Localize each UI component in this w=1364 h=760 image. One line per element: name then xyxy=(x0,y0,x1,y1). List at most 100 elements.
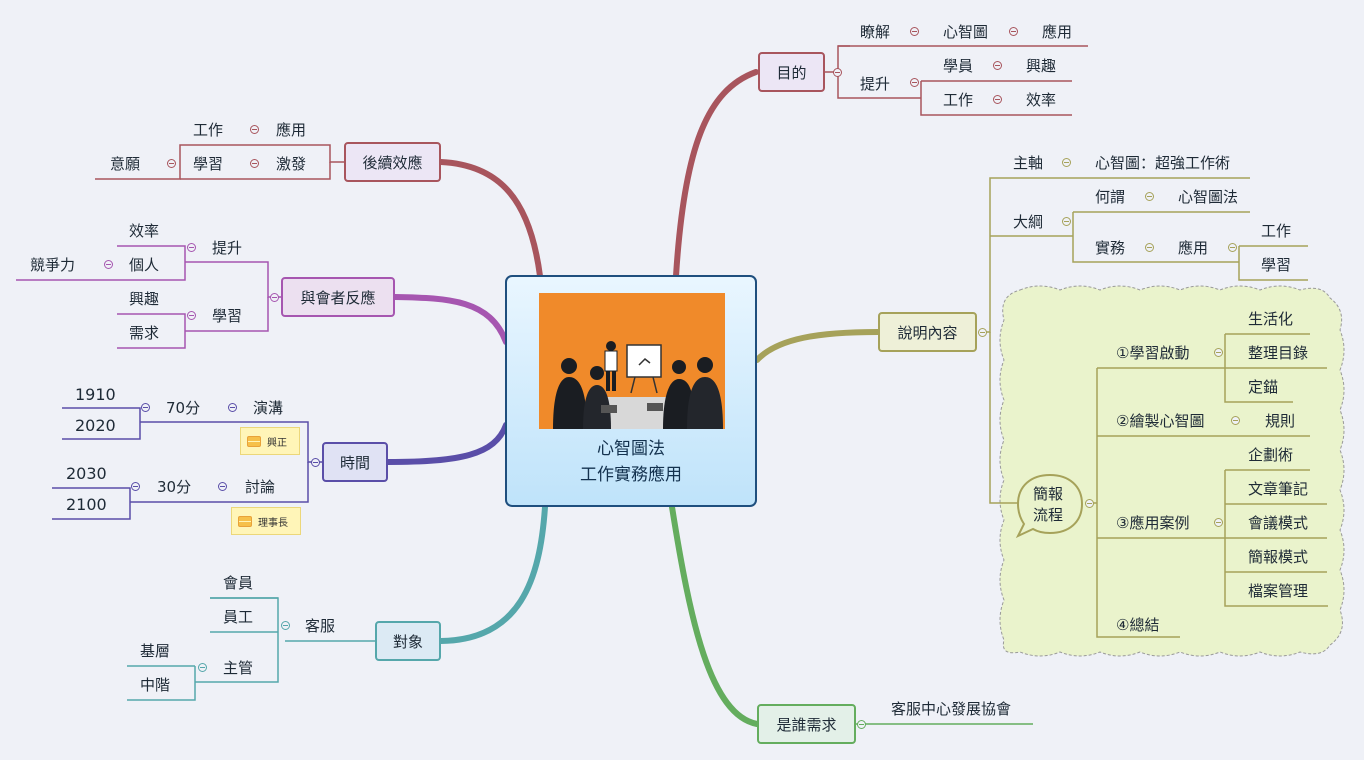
branch-who-needs[interactable]: 是誰需求 xyxy=(757,704,856,744)
topic-fb-personal[interactable]: 個人 xyxy=(129,256,160,274)
collapse-icon[interactable] xyxy=(1145,192,1154,201)
topic-step3[interactable]: ③應用案例 xyxy=(1116,514,1190,532)
topic-interest[interactable]: 興趣 xyxy=(1026,57,1057,75)
topic-manager[interactable]: 主管 xyxy=(223,659,254,677)
topic-middle[interactable]: 中階 xyxy=(140,676,171,694)
topic-fb-improve[interactable]: 提升 xyxy=(212,239,243,257)
sticky-note[interactable]: 興正 xyxy=(240,427,300,455)
collapse-icon[interactable] xyxy=(1085,499,1094,508)
collapse-icon[interactable] xyxy=(993,95,1002,104)
collapse-icon[interactable] xyxy=(250,125,259,134)
collapse-icon[interactable] xyxy=(1145,243,1154,252)
collapse-icon[interactable] xyxy=(270,293,279,302)
topic-planning[interactable]: 企劃術 xyxy=(1248,446,1294,464)
collapse-icon[interactable] xyxy=(131,482,140,491)
topic-2030[interactable]: 2030 xyxy=(66,464,107,483)
topic-apply[interactable]: 應用 xyxy=(1042,23,1073,41)
topic-fu-study[interactable]: 學習 xyxy=(193,155,224,173)
collapse-icon[interactable] xyxy=(167,159,176,168)
topic-fu-apply[interactable]: 應用 xyxy=(276,121,307,139)
topic-axis-value[interactable]: 心智圖：超強工作術 xyxy=(1095,154,1231,172)
collapse-icon[interactable] xyxy=(250,159,259,168)
collapse-icon[interactable] xyxy=(141,403,150,412)
topic-mindmap[interactable]: 心智圖 xyxy=(943,23,989,41)
collapse-icon[interactable] xyxy=(228,403,237,412)
collapse-icon[interactable] xyxy=(1062,158,1071,167)
topic-understand[interactable]: 瞭解 xyxy=(860,23,891,41)
topic-what-is[interactable]: 何謂 xyxy=(1095,188,1126,206)
collapse-icon[interactable] xyxy=(187,311,196,320)
topic-fu-inspire[interactable]: 激發 xyxy=(276,155,307,173)
collapse-icon[interactable] xyxy=(281,621,290,630)
topic-2020[interactable]: 2020 xyxy=(75,416,116,435)
topic-70min[interactable]: 70分 xyxy=(166,399,201,417)
topic-fb-interest[interactable]: 興趣 xyxy=(129,290,160,308)
topic-fu-work[interactable]: 工作 xyxy=(193,121,224,139)
topic-anchor[interactable]: 定錨 xyxy=(1248,378,1279,396)
topic-meeting[interactable]: 會議模式 xyxy=(1248,514,1309,532)
topic-discussion[interactable]: 討論 xyxy=(245,478,276,496)
topic-fu-willing[interactable]: 意願 xyxy=(110,155,141,173)
topic-junior[interactable]: 基層 xyxy=(140,642,171,660)
topic-practice-work[interactable]: 工作 xyxy=(1261,222,1292,240)
topic-notes[interactable]: 文章筆記 xyxy=(1248,480,1309,498)
topic-fb-competitiveness[interactable]: 競爭力 xyxy=(30,256,76,274)
topic-rules[interactable]: 規則 xyxy=(1265,412,1296,430)
topic-association[interactable]: 客服中心發展協會 xyxy=(891,700,1012,718)
collapse-icon[interactable] xyxy=(104,260,113,269)
topic-fb-study[interactable]: 學習 xyxy=(212,307,243,325)
collapse-icon[interactable] xyxy=(910,78,919,87)
branch-feedback[interactable]: 與會者反應 xyxy=(281,277,395,317)
topic-fb-demand[interactable]: 需求 xyxy=(129,324,160,342)
topic-service[interactable]: 客服 xyxy=(305,617,336,635)
topic-practice[interactable]: 實務 xyxy=(1095,239,1126,257)
collapse-icon[interactable] xyxy=(1214,348,1223,357)
topic-fb-efficiency[interactable]: 效率 xyxy=(129,222,160,240)
collapse-icon[interactable] xyxy=(910,27,919,36)
topic-method[interactable]: 心智圖法 xyxy=(1178,188,1239,206)
topic-trainee[interactable]: 學員 xyxy=(943,57,974,75)
topic-staff[interactable]: 員工 xyxy=(223,608,254,626)
topic-1910[interactable]: 1910 xyxy=(75,385,116,404)
topic-2100[interactable]: 2100 xyxy=(66,495,107,514)
collapse-icon[interactable] xyxy=(1009,27,1018,36)
topic-work[interactable]: 工作 xyxy=(943,91,974,109)
callout-bubble[interactable] xyxy=(1012,472,1092,542)
topic-efficiency[interactable]: 效率 xyxy=(1026,91,1057,109)
topic-speech[interactable]: 演溝 xyxy=(253,399,284,417)
topic-step1[interactable]: ①學習啟動 xyxy=(1116,344,1190,362)
branch-audience[interactable]: 對象 xyxy=(375,621,441,661)
topic-improve[interactable]: 提升 xyxy=(860,75,891,93)
topic-briefing[interactable]: 簡報模式 xyxy=(1248,548,1309,566)
collapse-icon[interactable] xyxy=(311,458,320,467)
topic-30min[interactable]: 30分 xyxy=(157,478,192,496)
topic-outline[interactable]: 大綱 xyxy=(1013,213,1044,231)
branch-time[interactable]: 時間 xyxy=(322,442,388,482)
central-topic[interactable]: 心智圖法 工作實務應用 xyxy=(505,275,757,507)
topic-catalog[interactable]: 整理目錄 xyxy=(1248,344,1309,362)
collapse-icon[interactable] xyxy=(1062,217,1071,226)
topic-practice-study[interactable]: 學習 xyxy=(1261,256,1292,274)
collapse-icon[interactable] xyxy=(833,68,842,77)
collapse-icon[interactable] xyxy=(857,720,866,729)
topic-step4[interactable]: ④總結 xyxy=(1116,616,1160,634)
collapse-icon[interactable] xyxy=(978,328,987,337)
collapse-icon[interactable] xyxy=(1231,416,1240,425)
topic-practice-apply[interactable]: 應用 xyxy=(1178,239,1209,257)
branch-follow-up[interactable]: 後續效應 xyxy=(344,142,441,182)
topic-files[interactable]: 檔案管理 xyxy=(1248,582,1309,600)
branch-content[interactable]: 說明內容 xyxy=(878,312,977,352)
topic-axis[interactable]: 主軸 xyxy=(1013,154,1044,172)
topic-lifestyle[interactable]: 生活化 xyxy=(1248,310,1294,328)
collapse-icon[interactable] xyxy=(993,61,1002,70)
branch-purpose[interactable]: 目的 xyxy=(758,52,825,92)
topic-step2[interactable]: ②繪製心智圖 xyxy=(1116,412,1205,430)
collapse-icon[interactable] xyxy=(218,482,227,491)
collapse-icon[interactable] xyxy=(1214,518,1223,527)
collapse-icon[interactable] xyxy=(1228,243,1237,252)
sticky-note[interactable]: 理事長 xyxy=(231,507,301,535)
collapse-icon[interactable] xyxy=(198,663,207,672)
topic-member[interactable]: 會員 xyxy=(223,574,254,592)
collapse-icon[interactable] xyxy=(187,243,196,252)
